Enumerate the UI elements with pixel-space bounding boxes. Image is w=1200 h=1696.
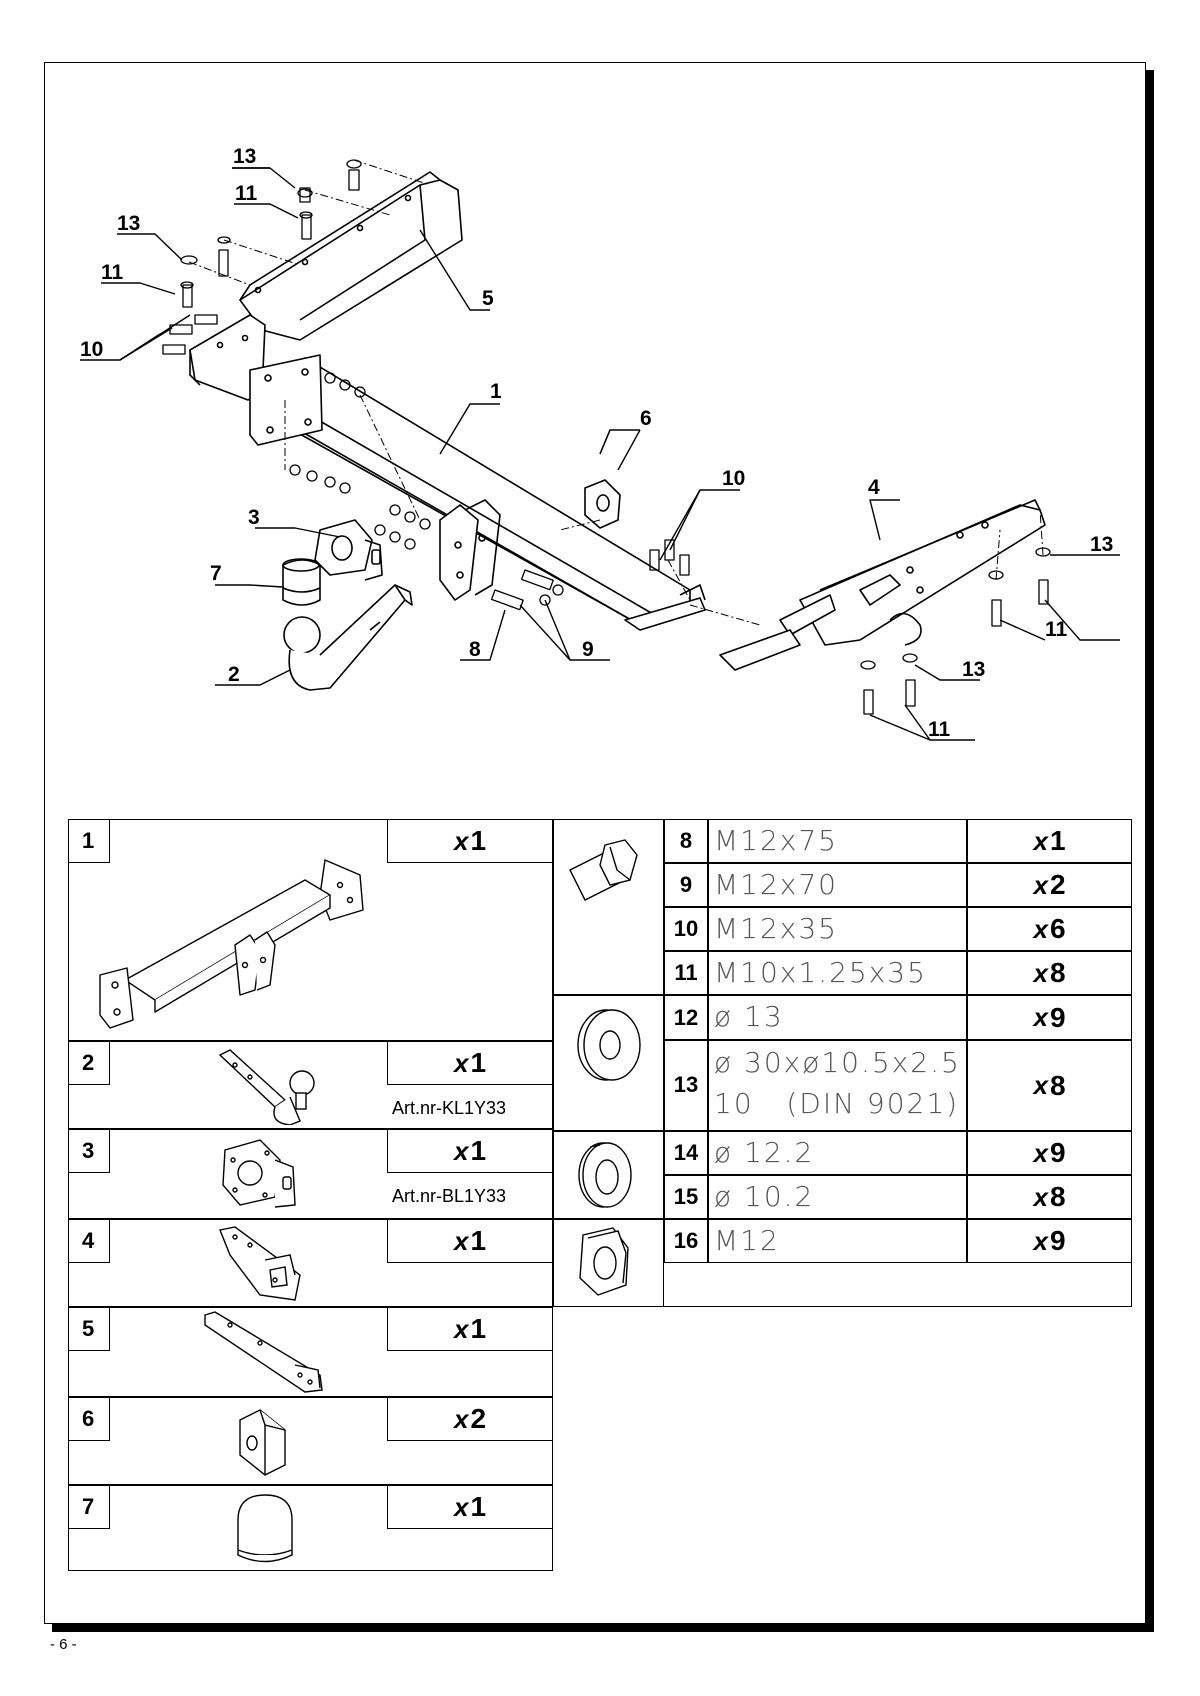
socket-plate-thumbnail bbox=[222, 1139, 296, 1208]
socket-plate-part-3 bbox=[314, 519, 383, 581]
part-number: 2 bbox=[82, 1050, 95, 1075]
spec-text: ø 13 bbox=[714, 1000, 784, 1033]
page-number: - 6 - bbox=[50, 1636, 77, 1653]
part-number: 4 bbox=[82, 1228, 95, 1253]
part-number: 13 bbox=[673, 1072, 699, 1097]
callout-13: 13 bbox=[233, 145, 256, 168]
callout-labels: 13 11 13 11 10 5 1 6 10 4 13 3 7 11 9 8 … bbox=[80, 145, 1113, 741]
callout-11: 11 bbox=[928, 718, 951, 741]
spec-text: ø 10.2 bbox=[714, 1180, 815, 1213]
hex-bolt-icon bbox=[569, 839, 638, 901]
spring-washer-icon bbox=[578, 1142, 632, 1208]
callout-10: 10 bbox=[80, 338, 103, 361]
part-number: 14 bbox=[673, 1140, 699, 1165]
article-number: Art.nr-BL1Y33 bbox=[392, 1186, 507, 1206]
spec-text: M12x70 bbox=[714, 868, 838, 901]
article-number: Art.nr-KL1Y33 bbox=[392, 1098, 507, 1118]
spec-text: M12x75 bbox=[714, 824, 838, 857]
part-number: 11 bbox=[674, 960, 698, 985]
spec-text: ø 12.2 bbox=[714, 1136, 815, 1169]
callout-11: 11 bbox=[101, 261, 124, 284]
callout-1: 1 bbox=[490, 380, 502, 403]
callout-13: 13 bbox=[117, 212, 140, 235]
ball-cap-part-7 bbox=[282, 558, 321, 606]
part-number: 8 bbox=[679, 828, 693, 853]
spec-text-line2: 10 (DIN 9021) bbox=[714, 1087, 960, 1120]
hex-nut-icon bbox=[579, 1227, 629, 1296]
spacer-thumbnail bbox=[239, 1409, 286, 1476]
bracket-4-thumbnail bbox=[219, 1226, 301, 1301]
part-number: 3 bbox=[82, 1138, 95, 1163]
flat-washer-icon bbox=[577, 1009, 641, 1081]
part-number: 1 bbox=[82, 828, 95, 853]
spec-text: M12x35 bbox=[714, 912, 838, 945]
towball-thumbnail bbox=[218, 1049, 315, 1125]
bracket-5-thumbnail bbox=[204, 1311, 323, 1393]
towball-part-2 bbox=[283, 584, 413, 691]
callout-9: 9 bbox=[582, 638, 594, 661]
bracket-part-4 bbox=[719, 499, 1046, 671]
leader-lines bbox=[80, 167, 1120, 741]
part-number: 7 bbox=[82, 1494, 95, 1519]
bracket-part-5 bbox=[189, 171, 463, 401]
callout-2: 2 bbox=[228, 663, 240, 686]
crossbar-part-1 bbox=[249, 354, 706, 631]
spec-text: M12 bbox=[714, 1224, 780, 1257]
callout-11: 11 bbox=[235, 182, 258, 205]
part-number: 10 bbox=[673, 916, 699, 941]
ball-cap-thumbnail bbox=[237, 1494, 293, 1563]
part-number: 16 bbox=[673, 1228, 699, 1253]
callout-11: 11 bbox=[1045, 618, 1068, 641]
part-number: 5 bbox=[82, 1316, 95, 1341]
part-number: 6 bbox=[82, 1406, 95, 1431]
exploded-assembly-drawing: 13 11 13 11 10 5 1 6 10 4 13 3 7 11 9 8 … bbox=[80, 145, 1120, 741]
part-number: 9 bbox=[679, 872, 693, 897]
callout-8: 8 bbox=[469, 638, 481, 661]
part-number: 12 bbox=[673, 1005, 699, 1030]
spec-text: ø 30xø10.5x2.5 bbox=[714, 1046, 961, 1079]
alignment-lines bbox=[188, 159, 1044, 626]
callout-3: 3 bbox=[248, 506, 260, 529]
callout-6: 6 bbox=[640, 407, 652, 430]
callout-4: 4 bbox=[868, 476, 880, 499]
callout-7: 7 bbox=[210, 562, 222, 585]
callout-5: 5 bbox=[482, 287, 494, 310]
part-number: 15 bbox=[673, 1184, 699, 1209]
callout-13: 13 bbox=[1090, 533, 1113, 556]
spacer-part-6 bbox=[584, 479, 621, 529]
callout-10: 10 bbox=[722, 467, 745, 490]
spec-text: M10x1.25x35 bbox=[714, 956, 927, 989]
crossbar-thumbnail bbox=[99, 859, 364, 1029]
callout-13: 13 bbox=[962, 658, 985, 681]
parts-table-left bbox=[68, 819, 553, 1571]
